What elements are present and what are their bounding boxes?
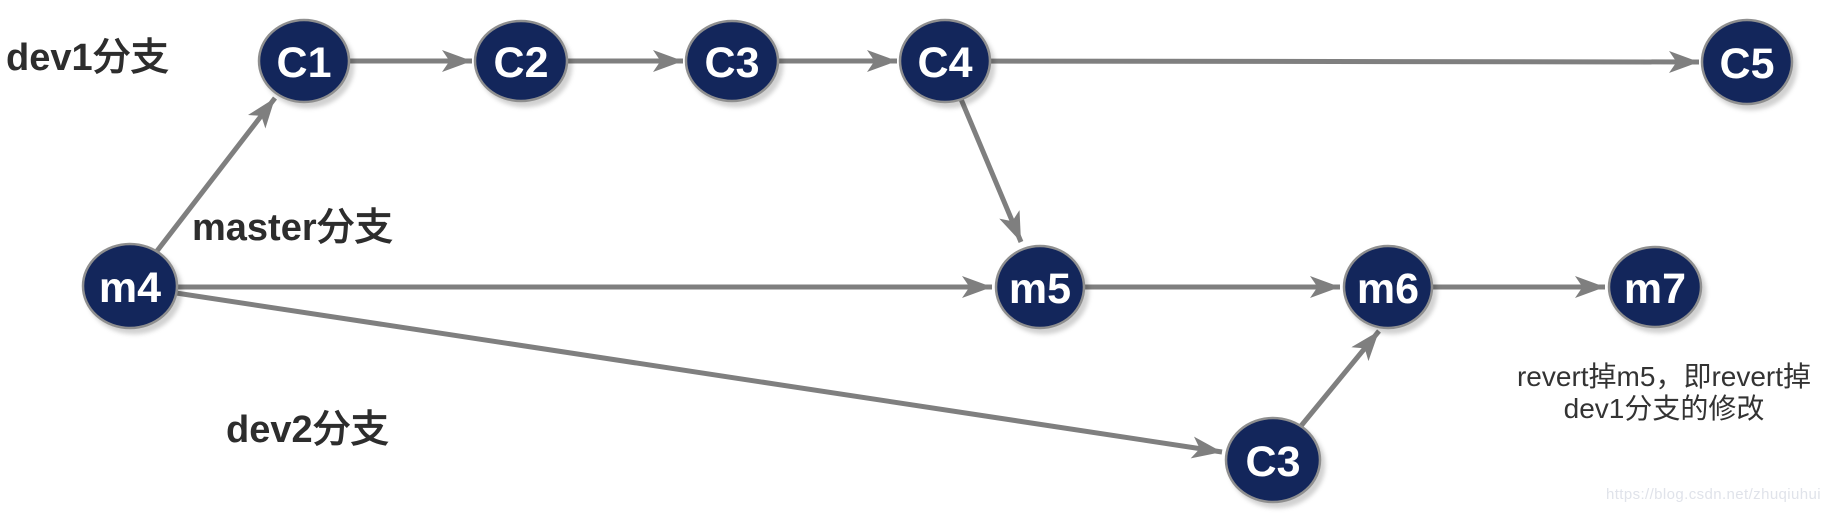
annotation-text: revert掉m5，即revert掉 dev1分支的修改 — [1496, 361, 1830, 424]
commit-circle — [994, 244, 1086, 330]
annotation-line2: dev1分支的修改 — [1563, 392, 1765, 424]
node-m4-label: m4 — [99, 264, 161, 312]
node-c3-dev2-label: C3 — [1246, 438, 1301, 486]
commit-circle — [1342, 244, 1434, 330]
watermark: https://blog.csdn.net/zhuqiuhui — [1605, 486, 1821, 503]
node-c4: C4 — [898, 18, 992, 104]
annotation-line1: revert掉m5，即revert掉 — [1516, 361, 1812, 392]
node-c2-label: C2 — [494, 39, 549, 87]
node-c5: C5 — [1700, 18, 1794, 106]
commit-circle — [1700, 18, 1794, 106]
branch-label-dev1: dev1分支 — [6, 37, 169, 79]
node-c3: C3 — [684, 19, 780, 103]
branch-label-master: master分支 — [192, 207, 393, 249]
node-m5-label: m5 — [1009, 265, 1071, 313]
node-c4-label: C4 — [918, 39, 973, 87]
commit-circle — [1607, 245, 1703, 329]
branch-label-dev2: dev2分支 — [226, 409, 389, 451]
node-c1: C1 — [257, 18, 351, 104]
node-m7: m7 — [1607, 245, 1703, 329]
node-m7-label: m7 — [1624, 265, 1686, 313]
node-m6-label: m6 — [1357, 265, 1419, 313]
node-m4: m4 — [81, 242, 179, 330]
edge-group — [128, 50, 1700, 462]
node-group: C1 C2 C3 C4 C5 m4 — [81, 18, 1794, 504]
node-m5: m5 — [994, 244, 1086, 330]
node-c1-label: C1 — [277, 39, 332, 87]
commit-circle — [898, 18, 992, 104]
node-c5-label: C5 — [1720, 40, 1775, 88]
node-m6: m6 — [1342, 244, 1434, 330]
node-c3-dev2: C3 — [1224, 416, 1322, 504]
commit-circle — [684, 19, 780, 103]
edge-c4-to-c5 — [944, 50, 1700, 73]
commit-circle — [257, 18, 351, 104]
node-c3-label: C3 — [705, 39, 760, 87]
commit-circle — [473, 19, 569, 103]
commit-circle — [1224, 416, 1322, 504]
edge-m4-to-c3dev2 — [129, 283, 1223, 459]
commit-circle — [81, 242, 179, 330]
node-c2: C2 — [473, 19, 569, 103]
